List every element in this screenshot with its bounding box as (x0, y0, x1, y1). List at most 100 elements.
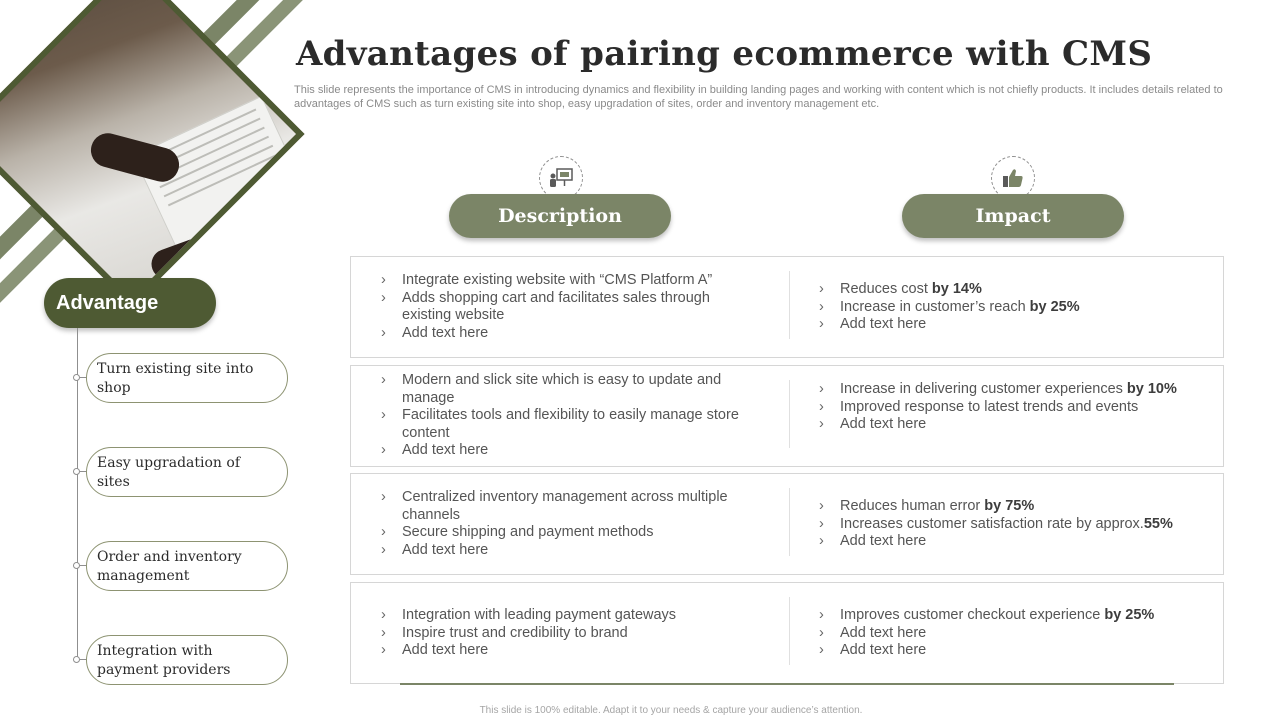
timeline-dot (73, 656, 80, 663)
list-item: › Centralized inventory management across… (381, 489, 761, 524)
list-item-highlight: by 75% (984, 498, 1035, 514)
chevron-right-icon: › (819, 624, 824, 641)
list-item-text: Improved response to latest trends and e… (840, 398, 1139, 415)
table-row: › Modern and slick site which is easy to … (350, 365, 1224, 467)
list-item-text: Adds shopping cart and facilitates sales… (402, 289, 710, 324)
timeline-dot (73, 374, 80, 381)
hero-photo (0, 0, 305, 307)
list-item: ›Secure shipping and payment methods (381, 524, 761, 542)
chevron-right-icon: › (819, 607, 824, 623)
chevron-right-icon: › (381, 524, 386, 540)
list-item: › Add text here (381, 442, 761, 460)
timeline-dot (73, 562, 80, 569)
list-item-text: Inspire trust and credibility to brand (402, 624, 628, 641)
list-item: › Increase in delivering customer experie… (819, 381, 1219, 399)
impact-cell: › Reduces cost by 14% › Increase in custom… (819, 281, 1219, 334)
list-item: › Inspire trust and credibility to brand (381, 625, 761, 643)
advantage-item: Order and inventory management (86, 541, 288, 591)
list-item-text: Reduces human error (840, 498, 985, 514)
timeline-dot (73, 468, 80, 475)
timeline-connector (80, 471, 88, 472)
list-item-text: Increase in delivering customer experien… (840, 381, 1127, 397)
list-item-text: Add text here (402, 642, 489, 658)
chevron-right-icon: › (381, 324, 386, 341)
chevron-right-icon: › (819, 298, 824, 315)
list-item: ›Add text here (381, 325, 761, 343)
list-item: › Improves customer checkout experience b… (819, 607, 1219, 625)
row-divider (789, 597, 790, 665)
list-item: ›Add text here (381, 542, 761, 560)
chevron-right-icon: › (819, 281, 824, 297)
chevron-right-icon: › (819, 416, 824, 432)
list-item-text: Facilitates tools and flexibility to eas… (402, 407, 739, 441)
advantage-item: Integration with payment providers (86, 635, 288, 685)
list-item: › Add text here (819, 316, 1219, 334)
advantage-item: Turn existing site into shop (86, 353, 288, 403)
chevron-right-icon: › (819, 515, 824, 532)
description-cell: › Centralized inventory management across… (381, 489, 761, 559)
list-item-highlight: 55% (1143, 515, 1173, 532)
advantage-item: Easy upgradation of sites (86, 447, 288, 497)
chevron-right-icon: › (381, 407, 386, 423)
list-item-text: Modern and slick site which is easy to u… (402, 372, 722, 406)
timeline-connector (80, 659, 88, 660)
description-cell: › Integration with leading payment gatewa… (381, 607, 761, 660)
chevron-right-icon: › (819, 498, 824, 514)
list-item-text: Integrate existing website with “CMS Pla… (402, 272, 713, 288)
chevron-right-icon: › (381, 624, 386, 641)
timeline-line (77, 328, 78, 661)
chevron-right-icon: › (819, 398, 824, 415)
list-item: › Add text here (819, 416, 1219, 434)
slide-subtitle: This slide represents the importance of … (294, 84, 1223, 110)
list-item: › Add text here (381, 642, 761, 660)
list-item: ›Integration with leading payment gatewa… (381, 607, 761, 625)
table-row: › Integration with leading payment gatewa… (350, 582, 1224, 684)
list-item: › Improved response to latest trends and … (819, 399, 1219, 417)
list-item-text: Add text here (840, 624, 927, 641)
list-item: › Adds shopping cart and facilitates sale… (381, 290, 761, 325)
list-item: › Increase in customer’s reach by 25% (819, 299, 1219, 317)
impact-cell: › Reduces human error by 75% ›Increases c… (819, 498, 1219, 551)
list-item: › Add text here (819, 625, 1219, 643)
chevron-right-icon: › (381, 442, 386, 458)
table-row: › Integrate existing website with “CMS Pl… (350, 256, 1224, 358)
list-item-text: Centralized inventory management across … (402, 489, 728, 523)
list-item-highlight: by 14% (931, 281, 982, 297)
chevron-right-icon: › (381, 489, 386, 505)
list-item-text: Improves customer checkout experience (840, 607, 1105, 623)
list-item: ›Increases customer satisfaction rate by… (819, 516, 1219, 534)
list-item: › Reduces human error by 75% (819, 498, 1219, 516)
list-item-text: Add text here (402, 442, 489, 458)
list-item: ›Add text here (819, 533, 1219, 551)
list-item-highlight: by 25% (1104, 607, 1155, 623)
list-item: ›Integrate existing website with “CMS Pl… (381, 272, 761, 290)
chevron-right-icon: › (381, 541, 386, 558)
timeline-connector (80, 377, 88, 378)
row-divider (789, 488, 790, 556)
list-item-text: Add text here (840, 316, 927, 332)
list-item-text: Add text here (840, 533, 927, 549)
chevron-right-icon: › (381, 289, 386, 306)
chevron-right-icon: › (819, 316, 824, 332)
list-item-text: Add text here (840, 416, 927, 432)
description-cell: › Integrate existing website with “CMS Pl… (381, 272, 761, 342)
list-item-highlight: by 25% (1029, 298, 1080, 315)
description-cell: › Modern and slick site which is easy to … (381, 372, 761, 460)
list-item-text: Integration with leading payment gateway… (402, 607, 677, 623)
list-item-text: Increase in customer’s reach (840, 298, 1030, 315)
list-item: ›Add text here (819, 642, 1219, 660)
table-row: › Centralized inventory management across… (350, 473, 1224, 575)
list-item-text: Reduces cost (840, 281, 932, 297)
description-header: Description (449, 194, 671, 238)
slide-title: Advantages of pairing ecommerce with CMS (296, 34, 1153, 74)
list-item-highlight: by 10% (1126, 381, 1177, 397)
advantage-header: Advantage (44, 278, 216, 328)
chevron-right-icon: › (819, 381, 824, 397)
footer-note: This slide is 100% editable. Adapt it to… (479, 705, 863, 716)
chevron-right-icon: › (381, 642, 386, 658)
chevron-right-icon: › (819, 642, 824, 658)
timeline-connector (80, 565, 88, 566)
impact-cell: › Improves customer checkout experience b… (819, 607, 1219, 660)
impact-cell: › Increase in delivering customer experie… (819, 381, 1219, 434)
list-item: › Facilitates tools and flexibility to ea… (381, 407, 761, 442)
